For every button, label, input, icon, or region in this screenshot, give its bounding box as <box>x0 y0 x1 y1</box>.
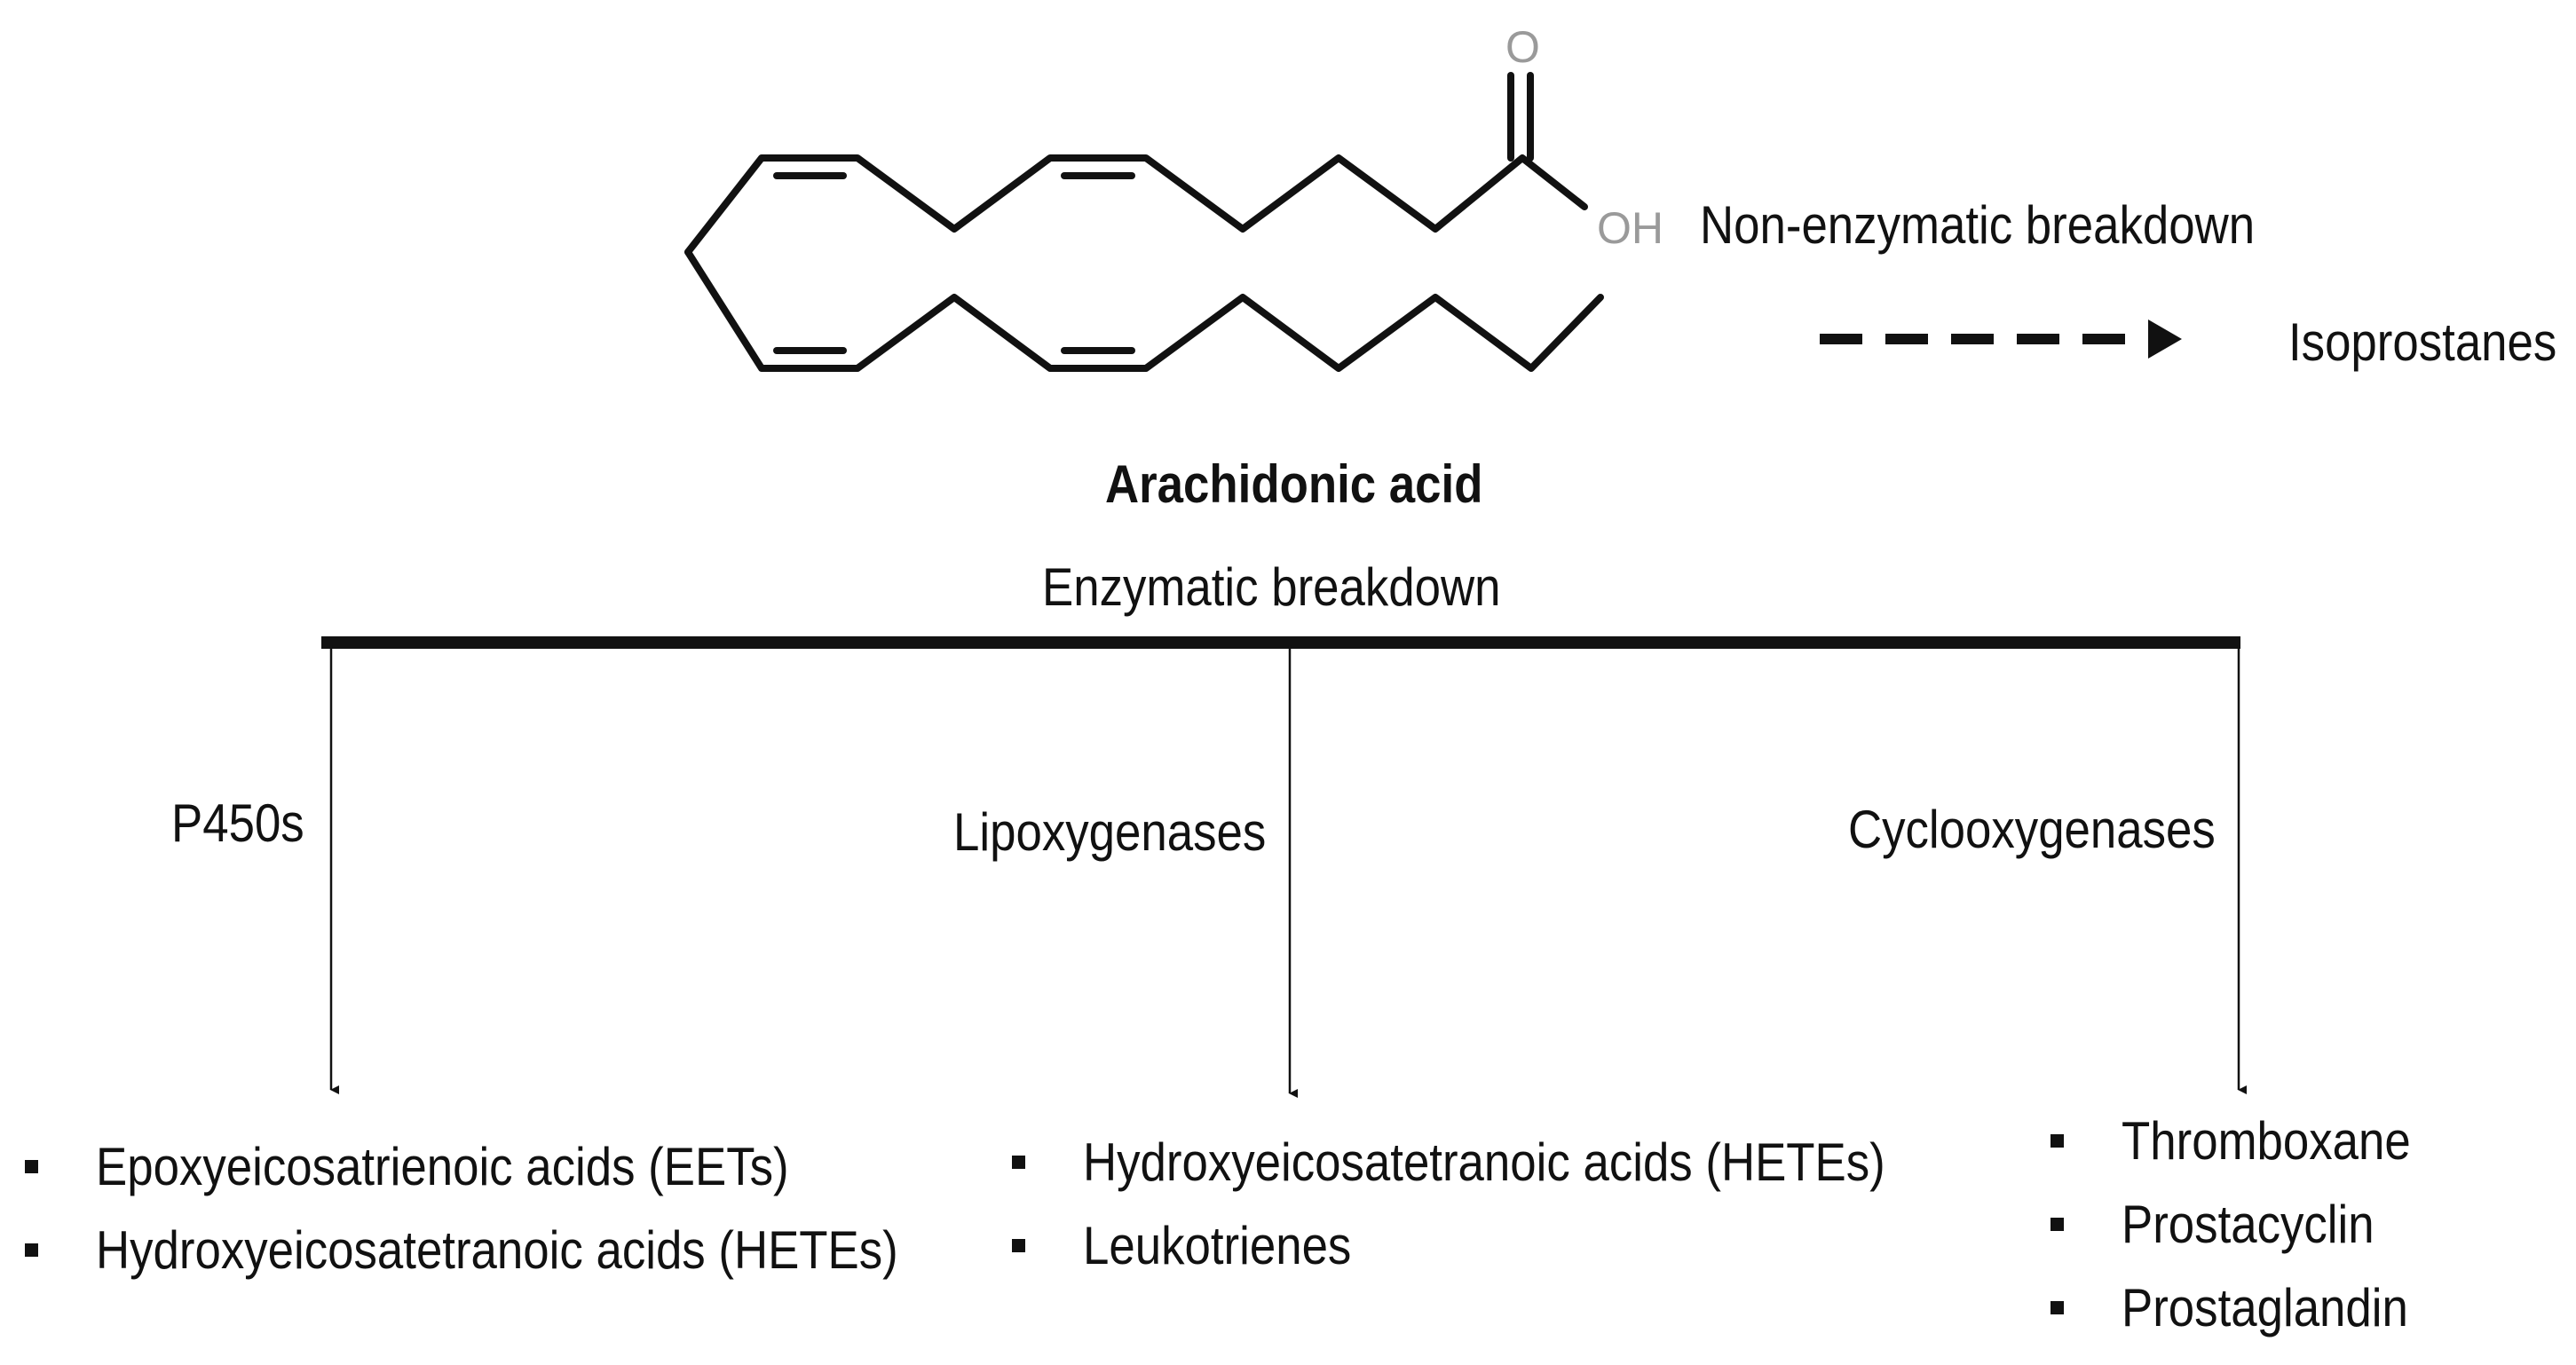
bullet-icon <box>25 1243 38 1257</box>
non-enzymatic-arrow <box>1820 320 2182 359</box>
bullet-icon <box>1012 1156 1025 1169</box>
enzyme-label-cyclooxygenases: Cyclooxygenases <box>1848 800 2216 859</box>
list-item: Prostaglandin <box>2051 1282 2450 1335</box>
list-item: Prostacyclin <box>2051 1198 2450 1251</box>
hydroxyl-label: OH <box>1597 203 1663 253</box>
carbonyl-oxygen-label: O <box>1505 22 1540 72</box>
molecule-name: Arachidonic acid <box>1105 454 1483 514</box>
list-item: Leukotrienes <box>1012 1219 1995 1273</box>
enzymatic-label: Enzymatic breakdown <box>1042 557 1501 617</box>
upper-carbon-chain <box>684 154 1588 256</box>
enzyme-label-p450s: P450s <box>171 793 304 853</box>
list-item: Hydroxyeicosatetranoic acids (HETEs) <box>1012 1136 1995 1189</box>
non-enzymatic-label: Non-enzymatic breakdown <box>1700 195 2256 255</box>
bullet-icon <box>1012 1239 1025 1252</box>
isoprostanes-label: Isoprostanes <box>2288 312 2557 372</box>
cyclooxygenase-products-list: Thromboxane Prostacyclin Prostaglandin <box>2051 1115 2450 1365</box>
list-item: Hydroxyeicosatetranoic acids (HETEs) <box>25 1224 1007 1277</box>
bullet-icon <box>2051 1301 2064 1314</box>
list-item: Thromboxane <box>2051 1115 2450 1168</box>
p450-products-list: Epoxyeicosatrienoic acids (EETs) Hydroxy… <box>25 1140 1007 1307</box>
lower-carbon-chain <box>684 249 1604 372</box>
lipoxygenase-products-list: Hydroxyeicosatetranoic acids (HETEs) Leu… <box>1012 1136 1995 1303</box>
bullet-icon <box>2051 1134 2064 1148</box>
arachidonic-acid-structure <box>684 72 1604 372</box>
bullet-icon <box>25 1160 38 1173</box>
bullet-icon <box>2051 1218 2064 1231</box>
list-item: Epoxyeicosatrienoic acids (EETs) <box>25 1140 1007 1194</box>
enzyme-label-lipoxygenases: Lipoxygenases <box>953 802 1267 862</box>
